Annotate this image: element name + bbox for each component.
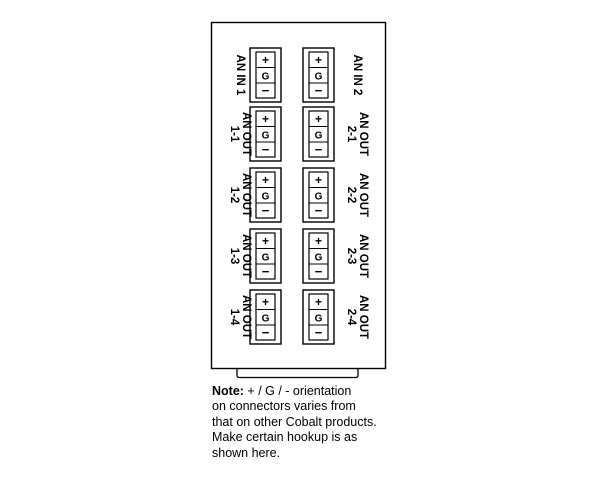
note-line-3: that on other Cobalt products. (212, 414, 377, 429)
right-connector-3-pin-ground: G (315, 192, 323, 203)
right-connector-4-label-line-1: AN OUT (357, 234, 369, 278)
right-connector-2-label-line-2: 2-1 (345, 126, 357, 143)
left-connector-3-pin-ground: G (262, 192, 270, 203)
left-connector-5-label-line-2: 1-4 (228, 309, 240, 326)
right-connector-3-pin-minus: − (315, 203, 323, 218)
right-connector-2-pin-minus: − (315, 142, 323, 157)
right-connector-4-housing (302, 228, 335, 284)
left-connector-2-label-line-1: AN OUT (240, 112, 252, 156)
left-connector-5-pin-ground: G (262, 314, 270, 325)
right-connector-1-pin-ground: G (315, 72, 323, 83)
right-connector-4-pin-minus: − (315, 264, 323, 279)
left-connector-3-pin-minus: − (262, 203, 270, 218)
note-line-4: Make certain hookup is as (212, 430, 358, 445)
right-connector-1-pin-minus: − (315, 83, 323, 98)
right-connector-1-terminal-block (308, 51, 329, 99)
right-connector-3-housing (302, 167, 335, 223)
right-connector-2-label-line-1: AN OUT (357, 112, 369, 156)
note-line-2: on connectors varies from (212, 399, 356, 414)
left-connector-4-terminal-block (255, 232, 276, 280)
left-connector-1-pin-minus: − (262, 83, 270, 98)
right-connector-2-terminal-block (308, 110, 329, 158)
right-connector-5-housing (302, 289, 335, 345)
left-connector-4-pin-ground: G (262, 253, 270, 264)
right-connector-1-housing (302, 47, 335, 103)
left-connector-4-pin-plus: + (262, 234, 269, 248)
right-connector-3-label-line-2: 2-2 (345, 187, 357, 204)
right-connector-1-pin-plus: + (315, 53, 322, 67)
left-connector-3-label-line-1: AN OUT (240, 173, 252, 217)
left-connector-4-label-line-2: 1-3 (228, 248, 240, 265)
right-connector-4-pin-plus: + (315, 234, 322, 248)
left-connector-2-housing (249, 106, 282, 162)
left-connector-1-housing (249, 47, 282, 103)
left-connector-1-pin-plus: + (262, 53, 269, 67)
left-connector-5-pin-plus: + (262, 295, 269, 309)
right-connector-4-terminal-block (308, 232, 329, 280)
right-connector-2-pin-plus: + (315, 112, 322, 126)
left-connector-2-pin-minus: − (262, 142, 270, 157)
left-connector-4-pin-minus: − (262, 264, 270, 279)
panel-bottom-tab (236, 368, 359, 379)
right-connector-1-label: AN IN 2 (351, 55, 363, 96)
right-connector-4-pin-ground: G (315, 253, 323, 264)
right-connector-5-pin-ground: G (315, 314, 323, 325)
right-connector-3-pin-plus: + (315, 173, 322, 187)
right-connector-2-housing (302, 106, 335, 162)
right-connector-5-label-line-1: AN OUT (357, 295, 369, 339)
note-line-5: shown here. (212, 445, 281, 460)
left-connector-2-pin-plus: + (262, 112, 269, 126)
note-line-1: Note: + / G / - orientation (212, 384, 452, 399)
panel-outline (210, 21, 387, 370)
left-connector-4-label-line-1: AN OUT (240, 234, 252, 278)
left-connector-3-pin-plus: + (262, 173, 269, 187)
hookup-note: Note: + / G / - orientation on connector… (212, 384, 452, 461)
left-connector-2-pin-ground: G (262, 131, 270, 142)
right-connector-2-pin-ground: G (315, 131, 323, 142)
right-connector-5-label-line-2: 2-4 (345, 309, 357, 326)
right-connector-5-pin-minus: − (315, 325, 323, 340)
right-connector-3-label-line-1: AN OUT (357, 173, 369, 217)
left-connector-1-pin-ground: G (262, 72, 270, 83)
left-connector-5-label-line-1: AN OUT (240, 295, 252, 339)
left-connector-3-terminal-block (255, 171, 276, 219)
right-connector-5-pin-plus: + (315, 295, 322, 309)
left-connector-3-label-line-2: 1-2 (228, 187, 240, 204)
right-connector-4-label-line-2: 2-3 (345, 248, 357, 265)
note-orientation-text: + / G / - orientation (243, 384, 352, 398)
left-connector-5-terminal-block (255, 293, 276, 341)
left-connector-4-housing (249, 228, 282, 284)
left-connector-5-pin-minus: − (262, 325, 270, 340)
left-connector-2-label-line-2: 1-1 (228, 126, 240, 143)
right-connector-3-terminal-block (308, 171, 329, 219)
right-connector-5-terminal-block (308, 293, 329, 341)
note-label: Note: (212, 384, 244, 398)
left-connector-2-terminal-block (255, 110, 276, 158)
left-connector-1-terminal-block (255, 51, 276, 99)
left-connector-5-housing (249, 289, 282, 345)
left-connector-1-label: AN IN 1 (234, 55, 246, 97)
left-connector-3-housing (249, 167, 282, 223)
